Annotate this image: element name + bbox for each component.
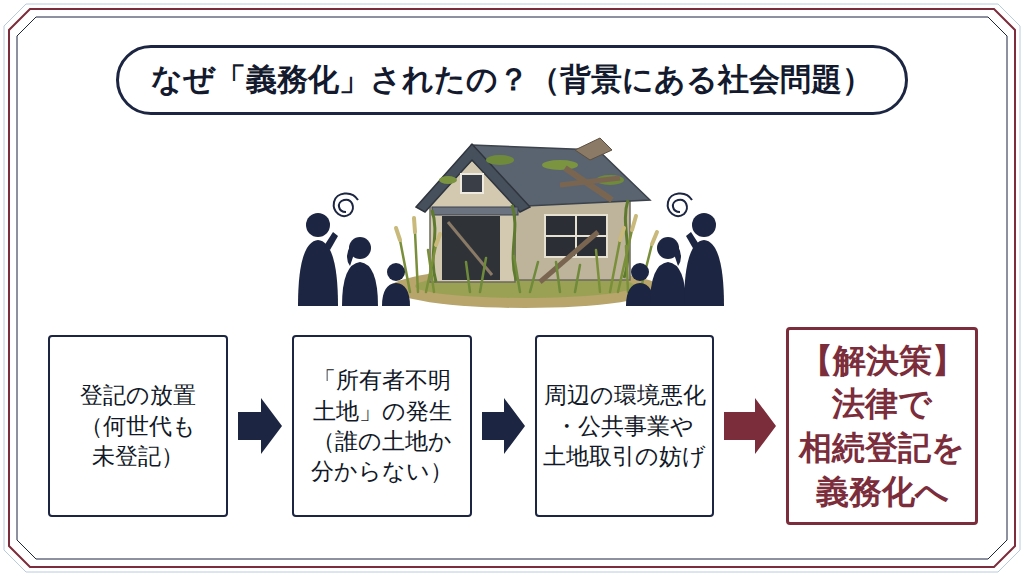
box-text: 「所有者不明 土地」の発生 （誰の土地か 分からない）	[300, 365, 465, 486]
block-arrow	[724, 398, 776, 454]
solution-box: 【解決策】 法律で 相続登記を 義務化へ	[786, 327, 978, 525]
title-text: なぜ「義務化」されたの？（背景にある社会問題）	[151, 59, 873, 101]
box-text: 登記の放置 （何世代も 未登記）	[56, 380, 221, 471]
confused-marks	[334, 193, 692, 216]
block-arrow	[238, 398, 282, 454]
process-box: 「所有者不明 土地」の発生 （誰の土地か 分からない）	[292, 335, 472, 517]
title-pill: なぜ「義務化」されたの？（背景にある社会問題）	[116, 45, 908, 115]
frame-lines	[4, 4, 1020, 572]
box-text: 周辺の環境悪化 ・公共事業や 土地取引の妨げ	[542, 380, 707, 471]
people-left	[298, 213, 410, 306]
people-right	[626, 213, 724, 306]
solution-text: 【解決策】 法律で 相続登記を 義務化へ	[795, 339, 970, 513]
block-arrow	[482, 398, 525, 454]
process-box: 周辺の環境悪化 ・公共事業や 土地取引の妨げ	[535, 335, 714, 517]
process-box: 登記の放置 （何世代も 未登記）	[48, 335, 228, 517]
tall-grass	[396, 216, 657, 292]
